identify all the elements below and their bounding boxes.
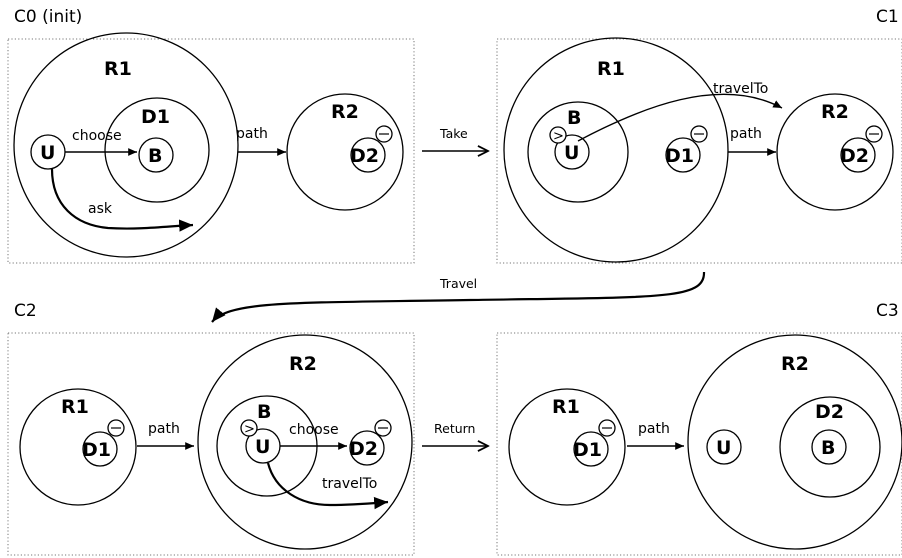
transition-take: Take [422,126,488,151]
node-d1 [665,137,701,173]
edge-ask [50,168,194,232]
domain-d1 [104,97,210,203]
u-mark: > [244,422,255,437]
panel-frame-c3 [496,332,902,556]
edge-label-ask: ask [88,201,113,217]
transition-travel: Travel [211,271,706,323]
node-label-d1: D1 [665,145,694,167]
panel-c1: C1 R1 B U > D1 travelTo path R2 D2 [496,7,902,264]
region-r1 [503,37,729,263]
domain-label-d2: D2 [815,401,844,423]
domain-b [527,101,629,203]
node-d2 [349,430,385,466]
region-label-r1: R1 [104,58,132,80]
panel-title-c1: C1 [876,7,899,27]
edge-label-path: path [638,421,670,437]
node-d2 [350,137,386,173]
panel-frame-c1 [496,38,902,264]
region-label-r1: R1 [61,396,89,418]
node-label-d2: D2 [840,145,869,167]
region-label-r2: R2 [289,353,317,375]
node-label-d2: D2 [349,438,378,460]
edge-label-choose: choose [72,128,122,144]
edge-label-travelto: travelTo [322,476,377,492]
region-label-r1: R1 [552,396,580,418]
region-r1 [19,388,137,506]
transition-return-label: Return [434,421,475,436]
node-label-d1: D1 [82,439,111,461]
edge-label-path: path [730,126,762,142]
domain-label-b: B [257,401,271,423]
panel-c2: C2 R1 D1 path R2 B U > choose D2 travelT… [7,301,415,556]
edge-label-travelto: travelTo [713,81,768,97]
domain-label-d1: D1 [141,106,170,128]
region-r1 [13,32,239,258]
panel-c3: C3 R1 D1 path R2 U D2 B [496,301,902,556]
node-d2 [840,137,876,173]
region-label-r1: R1 [597,58,625,80]
node-u [706,429,742,465]
transition-travel-arrow [211,271,706,323]
u-mark: > [553,129,564,144]
node-label-u: U [255,436,270,458]
node-d1 [573,431,609,467]
panel-frame-c0 [7,38,415,264]
region-r2 [776,93,894,211]
node-label-u: U [716,437,731,459]
edge-label-path: path [236,126,268,142]
region-label-r2: R2 [781,353,809,375]
node-b [811,429,847,465]
node-label-b: B [821,437,835,459]
region-r1 [508,388,626,506]
u-greater-icon [240,419,258,437]
node-label-b: B [148,145,162,167]
transition-return: Return [422,421,488,446]
region-label-r2: R2 [821,101,849,123]
region-r2 [687,334,902,550]
domain-label-b: B [567,107,581,129]
panel-title-c2: C2 [14,301,37,321]
transition-take-label: Take [439,126,468,141]
node-label-u: U [564,142,579,164]
node-label-d1: D1 [573,439,602,461]
edge-travelto [266,462,389,510]
region-label-r2: R2 [331,101,359,123]
region-r2 [286,93,404,211]
panel-title-c0: C0 (init) [14,7,82,27]
node-d1 [82,431,118,467]
region-r2 [197,334,413,550]
node-label-u: U [40,142,55,164]
edge-travelto [577,93,783,142]
panel-frame-c2 [7,332,415,556]
node-b [138,137,174,173]
edge-label-choose: choose [289,422,339,438]
panel-c0: C0 (init) R1 D1 B U choose ask path R2 D… [7,7,415,264]
node-u [554,134,590,170]
domain-d2 [779,396,881,498]
panel-title-c3: C3 [876,301,899,321]
u-greater-icon [549,126,567,144]
edge-label-path: path [148,421,180,437]
transition-travel-label: Travel [439,276,477,291]
node-label-d2: D2 [350,145,379,167]
